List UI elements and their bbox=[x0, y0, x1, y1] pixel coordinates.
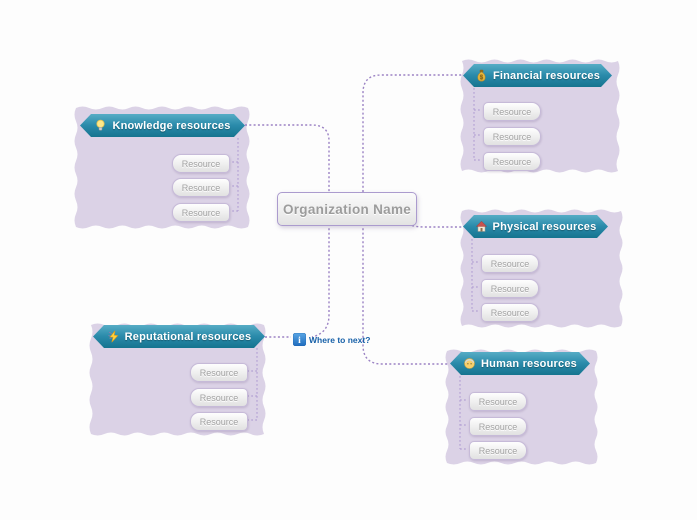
branch-reputational-resources[interactable]: Reputational resources bbox=[93, 325, 265, 348]
central-topic-label: Organization Name bbox=[282, 201, 412, 217]
svg-text:i: i bbox=[298, 336, 301, 346]
info-icon: i bbox=[293, 333, 306, 346]
resource-node[interactable]: Resource bbox=[172, 178, 230, 197]
resource-node[interactable]: Resource bbox=[481, 254, 539, 273]
person-icon bbox=[463, 357, 476, 370]
svg-text:$: $ bbox=[480, 74, 484, 81]
resource-node[interactable]: Resource bbox=[483, 152, 541, 171]
resource-node[interactable]: Resource bbox=[172, 203, 230, 222]
resource-node[interactable]: Resource bbox=[469, 441, 527, 460]
branch-label: Physical resources bbox=[492, 220, 597, 233]
branch-knowledge-resources[interactable]: Knowledge resources bbox=[80, 114, 245, 137]
branch-label: Knowledge resources bbox=[112, 119, 231, 132]
boundary-knowledge bbox=[72, 104, 252, 231]
resource-node[interactable]: Resource bbox=[190, 412, 248, 431]
branch-physical-resources[interactable]: Physical resources bbox=[463, 215, 608, 238]
resource-node[interactable]: Resource bbox=[481, 279, 539, 298]
flash-icon bbox=[107, 330, 120, 343]
resource-node[interactable]: Resource bbox=[469, 392, 527, 411]
central-topic[interactable]: Organization Name bbox=[277, 192, 417, 226]
resource-node[interactable]: Resource bbox=[481, 303, 539, 322]
branch-label: Financial resources bbox=[492, 69, 601, 82]
where-to-next-label: Where to next? bbox=[309, 334, 371, 345]
branch-financial-resources[interactable]: $ Financial resources bbox=[463, 64, 612, 87]
branch-human-resources[interactable]: Human resources bbox=[450, 352, 590, 375]
boundary-reputational bbox=[87, 321, 268, 438]
resource-node[interactable]: Resource bbox=[483, 127, 541, 146]
resource-node[interactable]: Resource bbox=[172, 154, 230, 173]
moneybag-icon: $ bbox=[475, 69, 488, 82]
house-icon bbox=[475, 220, 488, 233]
resource-node[interactable]: Resource bbox=[469, 417, 527, 436]
where-to-next-node[interactable]: i Where to next? bbox=[293, 333, 370, 346]
branch-label: Reputational resources bbox=[124, 330, 252, 343]
lightbulb-icon bbox=[94, 119, 107, 132]
branch-label: Human resources bbox=[481, 357, 577, 370]
resource-node[interactable]: Resource bbox=[483, 102, 541, 121]
boundary-physical bbox=[458, 207, 625, 330]
resource-node[interactable]: Resource bbox=[190, 363, 248, 382]
resource-node[interactable]: Resource bbox=[190, 388, 248, 407]
